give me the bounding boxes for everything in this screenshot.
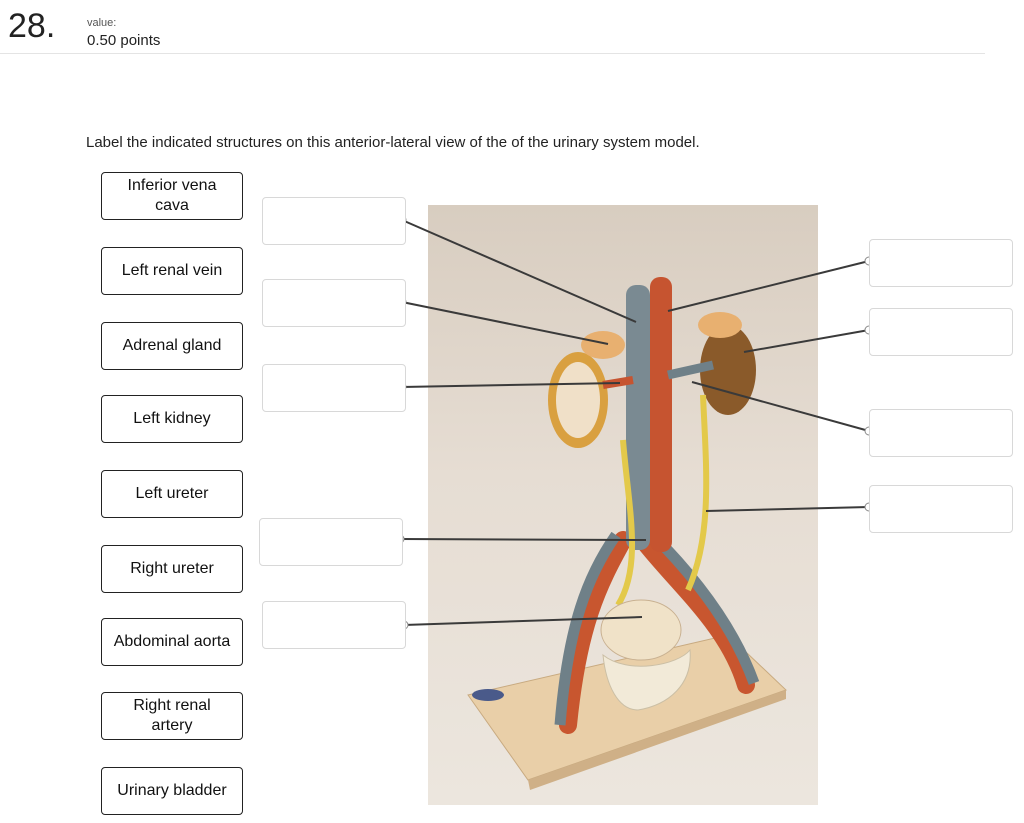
drop-target-2[interactable] xyxy=(262,279,406,327)
label-chip-inferior-vena-cava[interactable]: Inferior vena cava xyxy=(101,172,243,220)
drop-target-6[interactable] xyxy=(869,239,1013,287)
header-divider xyxy=(0,53,985,54)
label-chip-adrenal-gland[interactable]: Adrenal gland xyxy=(101,322,243,370)
label-chip-right-ureter[interactable]: Right ureter xyxy=(101,545,243,593)
label-chip-right-renal-artery[interactable]: Right renal artery xyxy=(101,692,243,740)
drop-target-8[interactable] xyxy=(869,409,1013,457)
urinary-model-illustration xyxy=(467,277,787,790)
label-chip-abdominal-aorta[interactable]: Abdominal aorta xyxy=(101,618,243,666)
drop-target-4[interactable] xyxy=(259,518,403,566)
drop-target-3[interactable] xyxy=(262,364,406,412)
label-chip-left-ureter[interactable]: Left ureter xyxy=(101,470,243,518)
drop-target-1[interactable] xyxy=(262,197,406,245)
drop-target-9[interactable] xyxy=(869,485,1013,533)
label-chip-left-kidney[interactable]: Left kidney xyxy=(101,395,243,443)
label-chip-left-renal-vein[interactable]: Left renal vein xyxy=(101,247,243,295)
question-prompt: Label the indicated structures on this a… xyxy=(86,134,700,151)
urinary-system-model-image xyxy=(428,205,818,805)
label-chip-urinary-bladder[interactable]: Urinary bladder xyxy=(101,767,243,815)
drop-target-5[interactable] xyxy=(262,601,406,649)
question-number: 28. xyxy=(8,7,56,45)
value-label: value: xyxy=(87,17,117,29)
value-points: 0.50 points xyxy=(87,32,161,49)
drop-target-7[interactable] xyxy=(869,308,1013,356)
